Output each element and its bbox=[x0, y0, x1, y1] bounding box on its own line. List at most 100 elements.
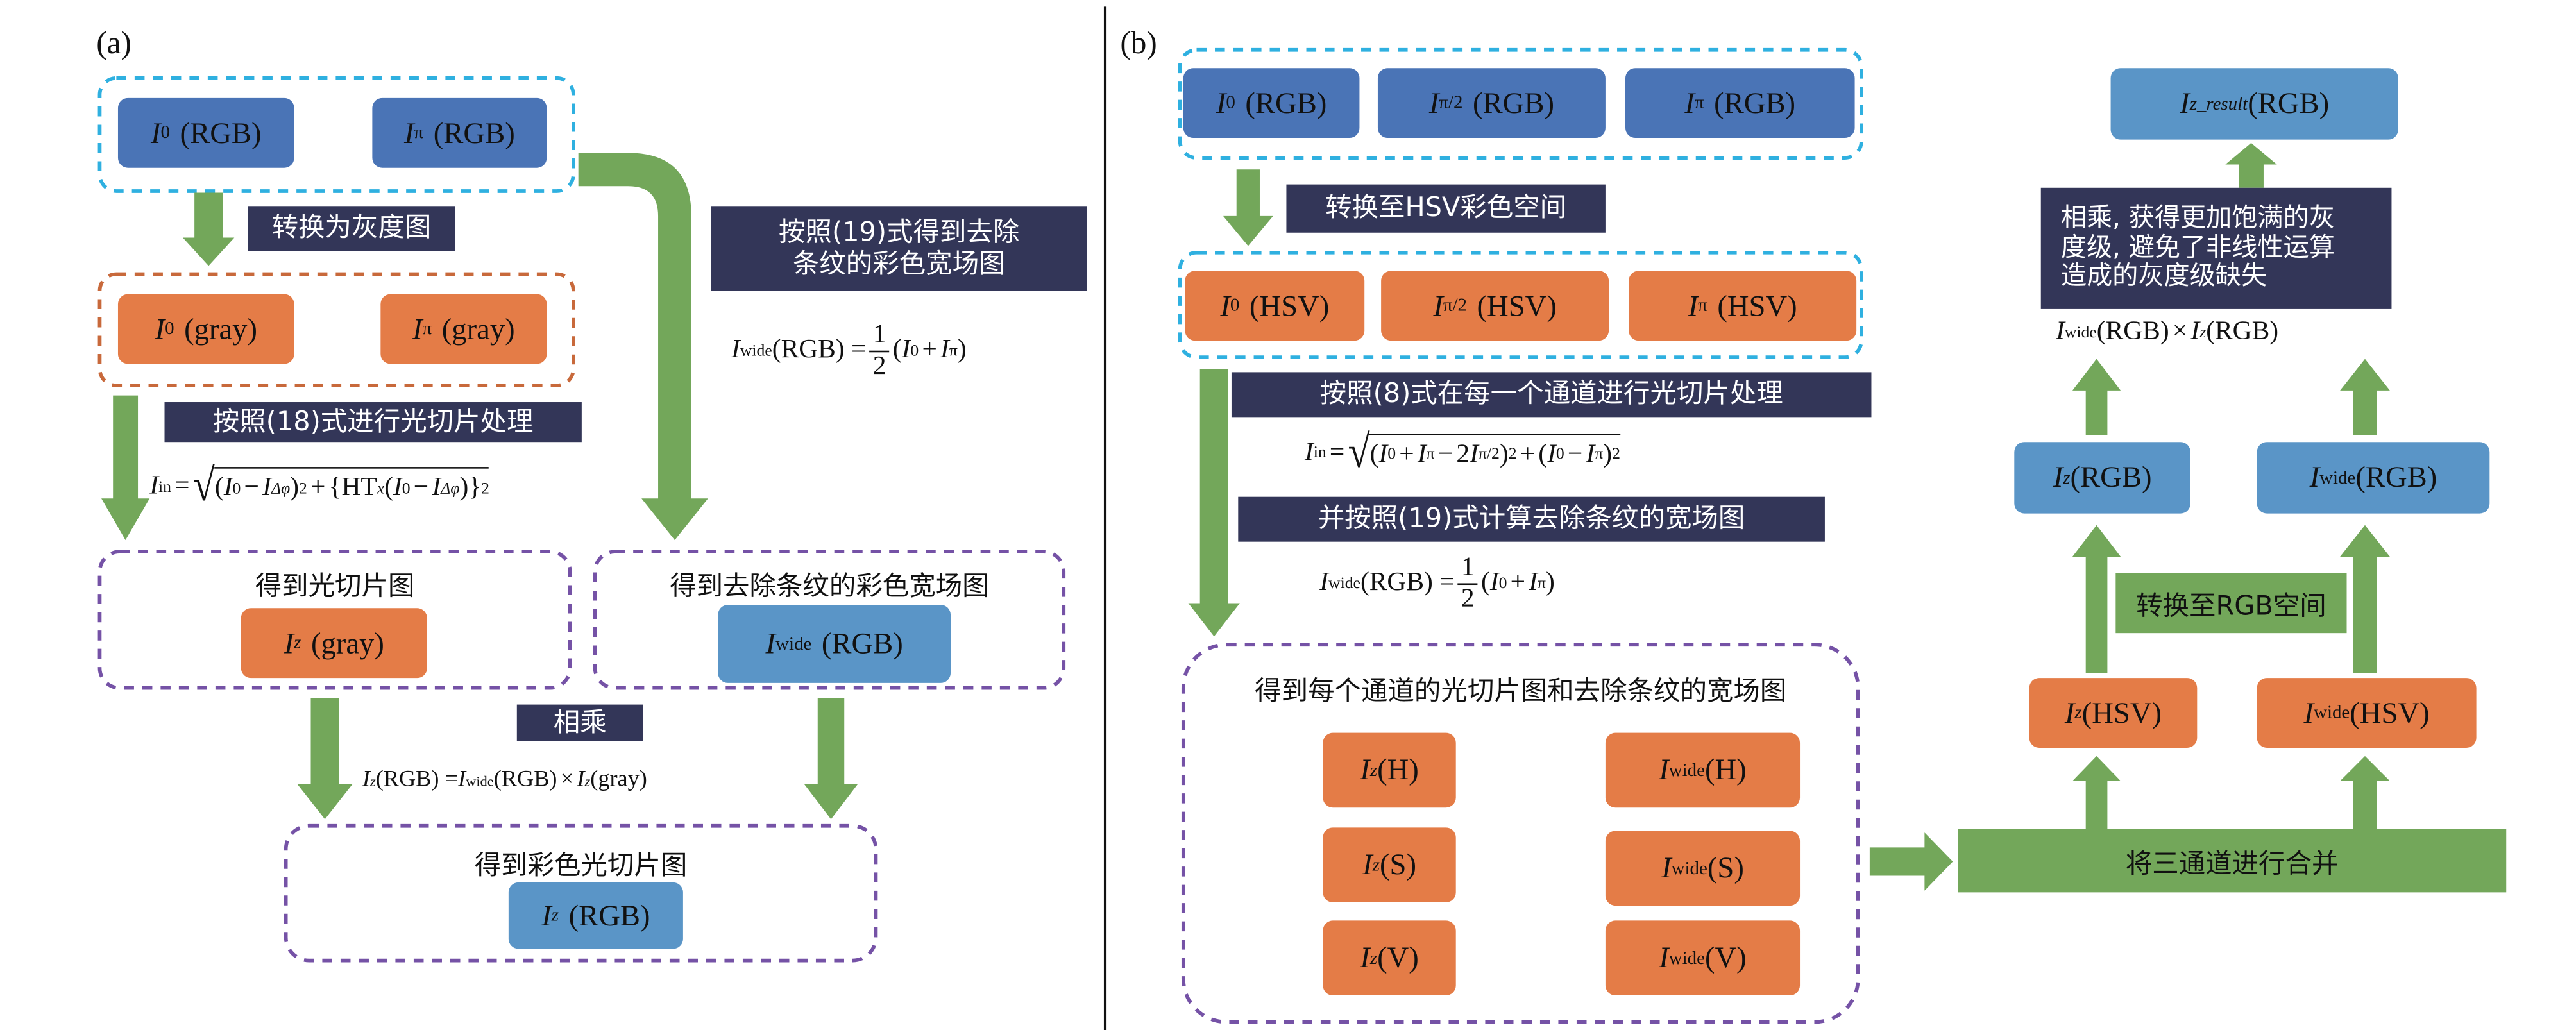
node-sub: π bbox=[414, 122, 424, 143]
formula-operator: − bbox=[244, 473, 259, 502]
formula-token: I bbox=[1529, 568, 1538, 597]
node-var: I bbox=[151, 115, 161, 149]
formula-token: I bbox=[1489, 568, 1499, 597]
node-rest: (S) bbox=[1379, 847, 1416, 881]
node-sub: π bbox=[1694, 93, 1704, 114]
node-var: I bbox=[1360, 940, 1370, 974]
node-var: I bbox=[284, 625, 294, 659]
node-var: I bbox=[2064, 695, 2075, 729]
node-sub: z bbox=[294, 633, 301, 654]
formula-subscript: z bbox=[369, 772, 376, 789]
formula-token: (RGB) bbox=[493, 768, 557, 793]
gray-group-border bbox=[97, 272, 575, 387]
node-rest: (gray) bbox=[310, 625, 384, 659]
formula-token: I bbox=[901, 335, 911, 364]
formula-token: (RGB) = bbox=[375, 768, 458, 793]
formula-subscript: 0 bbox=[232, 479, 241, 498]
arrow-up-to-final bbox=[2225, 142, 2277, 188]
formula-token: )} bbox=[459, 473, 482, 502]
formula-subscript: in bbox=[158, 477, 171, 496]
formula-subscript: x bbox=[377, 479, 385, 498]
formula-token: 2 bbox=[1456, 439, 1470, 468]
node-rest: (RGB) bbox=[433, 115, 515, 149]
step-label-to-gray: 转换为灰度图 bbox=[248, 206, 455, 251]
formula-operator: = bbox=[1329, 437, 1345, 466]
node-rest: (RGB) bbox=[2355, 460, 2437, 494]
formula-token: ) bbox=[957, 335, 967, 364]
arrow-up-iz-hsv-to-rgb bbox=[2072, 525, 2121, 673]
merge-channels-box: 将三通道进行合并 bbox=[1958, 829, 2507, 893]
formula-token: I bbox=[731, 335, 740, 364]
formula-token: I bbox=[1319, 568, 1329, 597]
arrow-right-to-merge bbox=[1869, 832, 1953, 891]
node-rest: (RGB) bbox=[821, 626, 903, 660]
formula-superscript: 2 bbox=[298, 479, 307, 498]
fraction-denominator: 2 bbox=[1461, 584, 1475, 612]
formula-superscript: 2 bbox=[1612, 445, 1620, 464]
node-rest: (RGB) bbox=[1245, 85, 1327, 119]
formula-token: ( bbox=[1538, 439, 1548, 468]
node-sub: 0 bbox=[160, 122, 171, 143]
formula-operator: × bbox=[2172, 317, 2188, 346]
node-sub: π bbox=[422, 319, 432, 339]
formula-subscript: z bbox=[2199, 323, 2207, 342]
arrow-down-to-hsv bbox=[1223, 169, 1273, 246]
node-var: I bbox=[1220, 288, 1230, 322]
sqrt-radical: √ bbox=[192, 462, 215, 512]
node-sub: z bbox=[1369, 760, 1378, 781]
node-sub: z bbox=[2063, 468, 2071, 488]
node-rest: (RGB) bbox=[2248, 86, 2330, 120]
node-sub: π bbox=[1698, 296, 1707, 316]
node-rest: (HSV) bbox=[2081, 695, 2162, 729]
formula-subscript: in bbox=[1313, 443, 1326, 462]
node-rest: (HSV) bbox=[1717, 288, 1797, 322]
formula-operator: + bbox=[1520, 439, 1536, 468]
node-sub: wide bbox=[1668, 948, 1705, 968]
arrow-down-to-gray bbox=[183, 192, 235, 266]
node-var: I bbox=[412, 311, 423, 345]
formula-token: (RGB) = bbox=[772, 335, 867, 364]
formula-token: (gray) bbox=[590, 768, 647, 793]
result-group-title: 得到彩色光切片图 bbox=[474, 849, 688, 881]
fraction-numerator: 1 bbox=[1457, 553, 1478, 584]
node-rest: (HSV) bbox=[1249, 288, 1330, 322]
arrow-up-merge-to-iwide-hsv bbox=[2340, 756, 2390, 829]
node-rest: (gray) bbox=[441, 311, 515, 345]
node-var: I bbox=[765, 626, 776, 660]
formula-token: ) bbox=[1546, 568, 1555, 597]
formula-token: I bbox=[940, 335, 949, 364]
formula-operator: + bbox=[1399, 439, 1414, 468]
slice-group-border bbox=[97, 550, 572, 690]
formula-subscript: π bbox=[1595, 445, 1604, 464]
formula-operator: + bbox=[1510, 568, 1526, 597]
node-rest: (V) bbox=[1377, 940, 1419, 974]
formula-subscript: 0 bbox=[1387, 445, 1396, 464]
b-hsv-group-border bbox=[1178, 250, 1863, 359]
node-rest: (H) bbox=[1377, 752, 1419, 786]
formula-token: (RGB) bbox=[2206, 317, 2279, 346]
formula-operator: − bbox=[413, 473, 429, 502]
input-group-border bbox=[97, 76, 575, 193]
node-var: I bbox=[1661, 850, 1672, 884]
formula-superscript: 2 bbox=[481, 479, 490, 498]
arrow-up-iwide-hsv-to-rgb bbox=[2340, 525, 2390, 673]
